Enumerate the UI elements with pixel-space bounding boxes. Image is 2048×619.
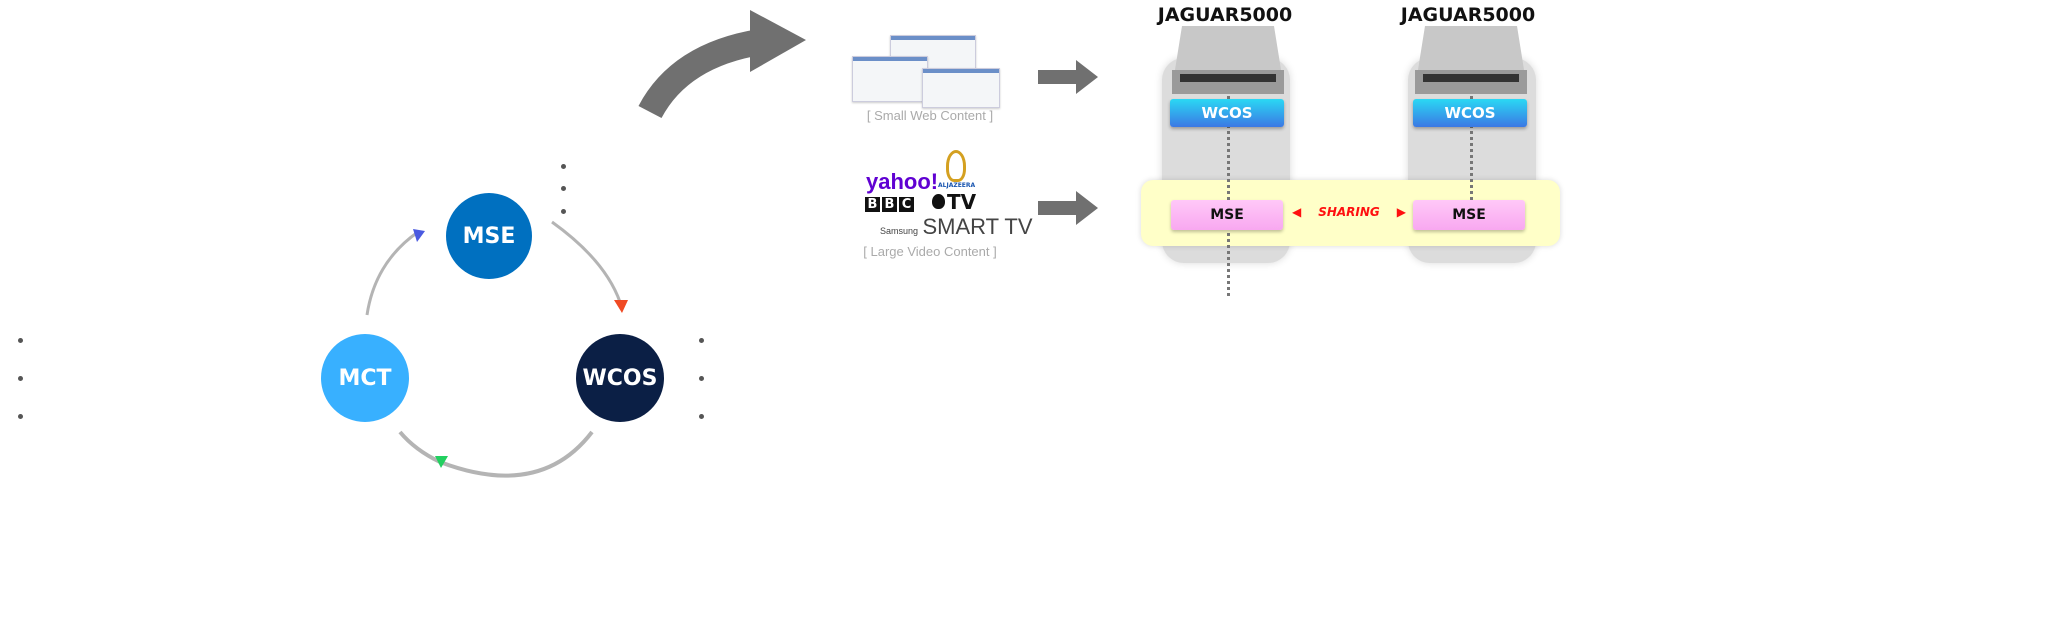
bullet [561,164,566,169]
arrowhead-green [435,456,448,468]
arrow-left-icon: ◀ [1292,205,1302,219]
mse-layer-2: MSE [1413,200,1525,230]
node-mct: MCT [321,334,409,422]
bullet [561,186,566,191]
arc-mse-to-wcos [551,220,622,303]
bullet [699,338,704,343]
arc-wcos-to-mct [398,430,594,478]
connector-line [1470,96,1473,206]
yahoo-logo: yahoo! [866,169,939,194]
wcos-layer-1: WCOS [1170,99,1284,127]
big-curved-arrow [638,29,763,119]
node-wcos: WCOS [576,334,664,422]
right-arrows [1038,60,1098,225]
arrow-right-icon: ▶ [1396,205,1406,219]
connector-line [1227,96,1230,296]
small-web-caption: [ Small Web Content ] [866,108,994,123]
samsung-smart-tv-logo: Samsung SMART TV [880,214,1033,239]
server-icon [1415,26,1527,94]
bullet [561,209,566,214]
arrow-right-icon [1038,191,1098,225]
arrowhead-red [614,300,628,313]
arc-mct-to-mse [365,230,419,316]
large-video-caption: [ Large Video Content ] [863,244,997,259]
server-name-2: JAGUAR5000 [1400,4,1536,26]
apple-icon [932,194,945,209]
apple-tv-logo: TV [932,190,976,214]
sharing-indicator: ◀ SHARING ▶ [1292,205,1406,219]
node-mse: MSE [446,193,532,279]
bullet [699,376,704,381]
arrowhead-blue [413,229,425,242]
cycle-arrows [365,10,806,478]
sharing-label: SHARING [1318,205,1380,219]
bullet [699,414,704,419]
wcos-layer-2: WCOS [1413,99,1527,127]
aljazeera-logo: ALJAZEERA [938,150,975,189]
bullet [18,338,23,343]
server-icon [1172,26,1284,94]
bullet [18,414,23,419]
server-name-1: JAGUAR5000 [1157,4,1293,26]
big-arrowhead [750,10,806,72]
bbc-logo: B B C [865,197,914,212]
arrow-right-icon [1038,60,1098,94]
mse-layer-1: MSE [1171,200,1283,230]
bullet [18,376,23,381]
